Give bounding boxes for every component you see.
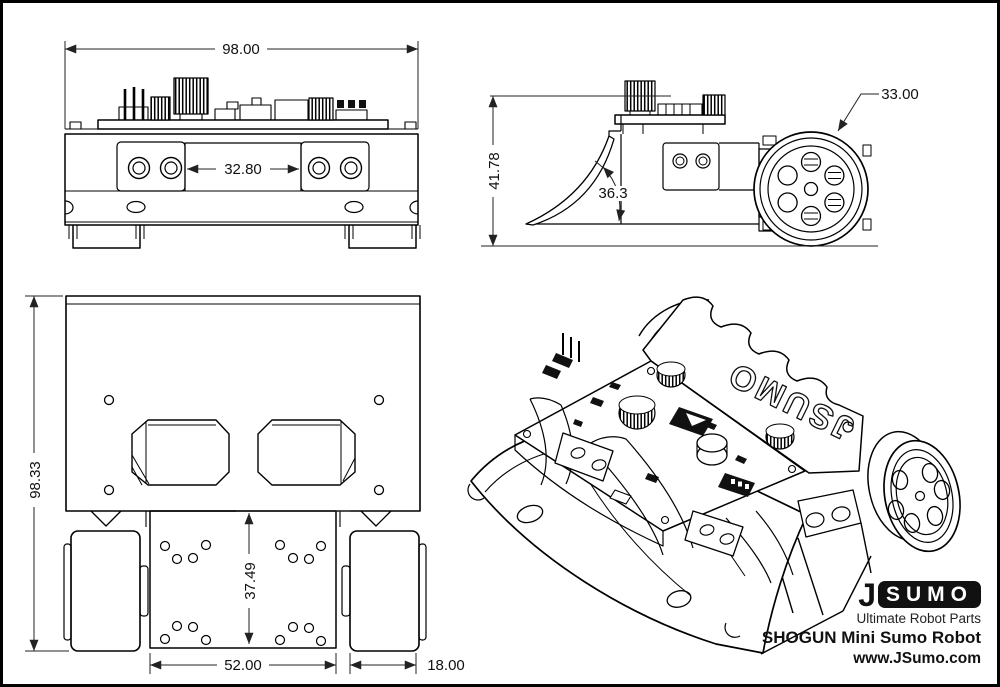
logo-letter-j: J bbox=[858, 582, 876, 608]
dim-motor-plate: 37.49 bbox=[242, 562, 259, 600]
dim-front-overall-width: 98.00 bbox=[222, 41, 260, 58]
dim-wheel-width: 18.00 bbox=[427, 657, 465, 674]
iso-wheel bbox=[858, 425, 969, 559]
dim-inner-width: 52.00 bbox=[224, 657, 262, 674]
brand-website: www.JSumo.com bbox=[762, 650, 981, 668]
front-dimensions bbox=[65, 40, 418, 177]
jsumo-logo: J SUMO bbox=[762, 581, 981, 608]
top-dimensions bbox=[25, 296, 416, 674]
brand-block: J SUMO Ultimate Robot Parts SHOGUN Mini … bbox=[762, 581, 981, 668]
dim-wheel-diameter: 33.00 bbox=[881, 86, 919, 103]
dim-blade-angle: 36.3 bbox=[598, 185, 627, 202]
dim-top-length: 98.33 bbox=[27, 461, 44, 499]
product-name: SHOGUN Mini Sumo Robot bbox=[762, 628, 981, 648]
logo-sumo-box: SUMO bbox=[878, 581, 981, 608]
brand-tagline: Ultimate Robot Parts bbox=[762, 611, 981, 626]
dim-front-mount-width: 32.80 bbox=[224, 161, 262, 178]
side-wheel bbox=[754, 132, 868, 246]
dim-side-height: 41.78 bbox=[486, 152, 503, 190]
side-view bbox=[526, 81, 871, 246]
